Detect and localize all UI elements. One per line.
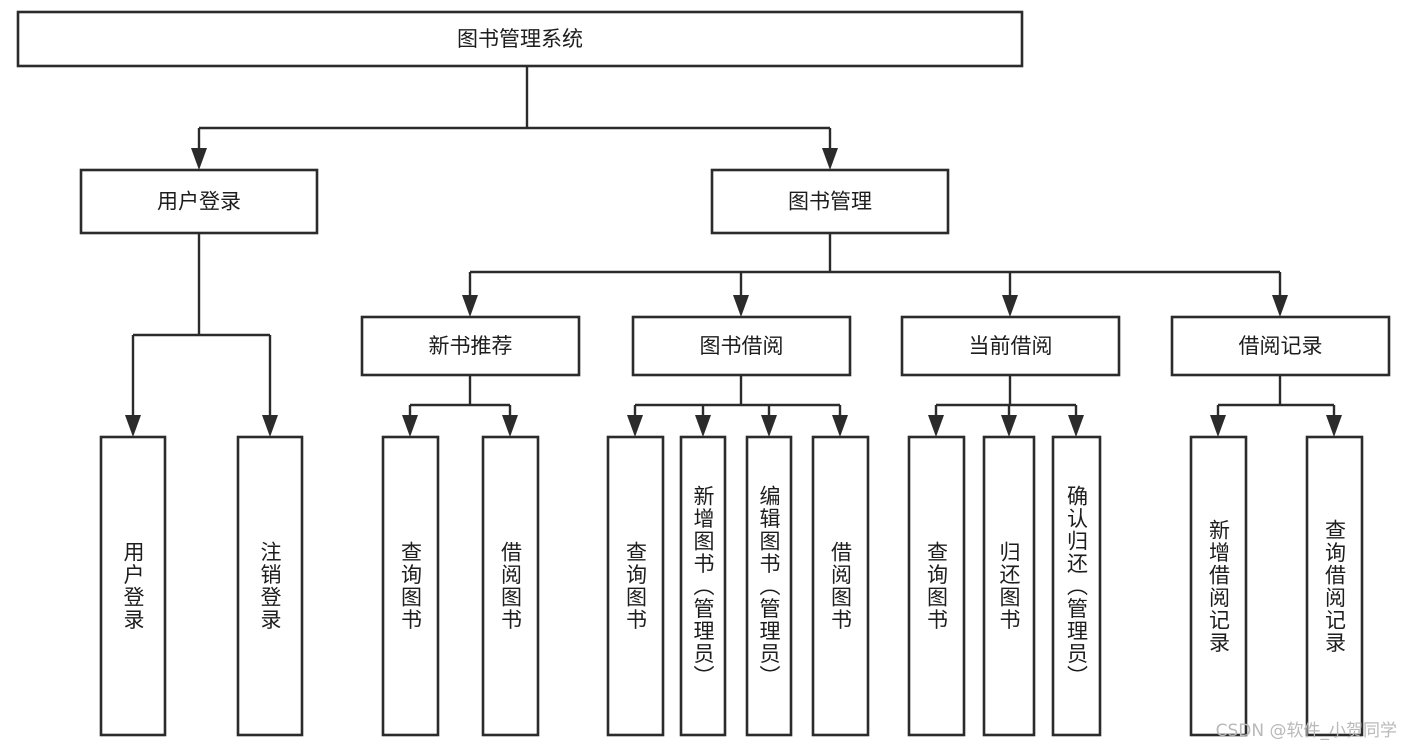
node-level3-label-1: 图书借阅 (700, 334, 784, 358)
arrow-head-icon (695, 415, 711, 437)
arrow-head-icon (1272, 295, 1288, 317)
node-root[interactable] (16, 10, 1024, 68)
node-level2-0[interactable] (79, 168, 319, 235)
node-level3-label-0: 新书推荐 (429, 334, 513, 358)
node-leaf-8[interactable] (907, 435, 966, 737)
arrow-head-icon (1210, 415, 1226, 437)
node-level3-1[interactable] (631, 315, 852, 377)
node-leaf-5[interactable] (679, 435, 727, 737)
node-level2-1[interactable] (710, 168, 950, 235)
arrow-head-icon (125, 415, 141, 437)
node-level3-label-2: 当前借阅 (969, 334, 1053, 358)
node-leaf-2[interactable] (381, 435, 440, 737)
node-leaf-3[interactable] (481, 435, 540, 737)
arrow-head-icon (1002, 295, 1018, 317)
node-root-label: 图书管理系统 (457, 27, 583, 51)
arrow-head-icon (822, 148, 838, 170)
node-leaf-4[interactable] (606, 435, 665, 737)
arrow-head-icon (462, 295, 478, 317)
node-leaf-12[interactable] (1305, 435, 1364, 737)
arrow-head-icon (191, 148, 207, 170)
arrow-head-icon (502, 415, 518, 437)
node-level3-label-3: 借阅记录 (1239, 334, 1323, 358)
arrow-head-icon (928, 415, 944, 437)
arrow-head-icon (262, 415, 278, 437)
arrow-head-icon (1001, 415, 1017, 437)
node-leaf-7[interactable] (811, 435, 870, 737)
node-level3-2[interactable] (900, 315, 1121, 377)
node-leaf-0[interactable] (99, 435, 167, 737)
watermark: CSDN @软件_小贺同学 (1215, 721, 1397, 741)
arrow-head-icon (1326, 415, 1342, 437)
connectors-layer (125, 66, 1342, 437)
node-leaf-11[interactable] (1189, 435, 1248, 737)
arrow-head-icon (1068, 415, 1084, 437)
arrow-head-icon (627, 415, 643, 437)
node-leaf-6[interactable] (745, 435, 793, 737)
arrow-head-icon (761, 415, 777, 437)
node-level3-3[interactable] (1170, 315, 1391, 377)
arrow-head-icon (733, 295, 749, 317)
node-level3-0[interactable] (360, 315, 581, 377)
node-level2-label-1: 图书管理 (788, 190, 872, 214)
node-leaf-10[interactable] (1051, 435, 1102, 737)
node-leaf-1[interactable] (236, 435, 304, 737)
arrow-head-icon (402, 415, 418, 437)
node-level2-label-0: 用户登录 (157, 190, 241, 214)
node-leaf-9[interactable] (982, 435, 1036, 737)
arrow-head-icon (832, 415, 848, 437)
